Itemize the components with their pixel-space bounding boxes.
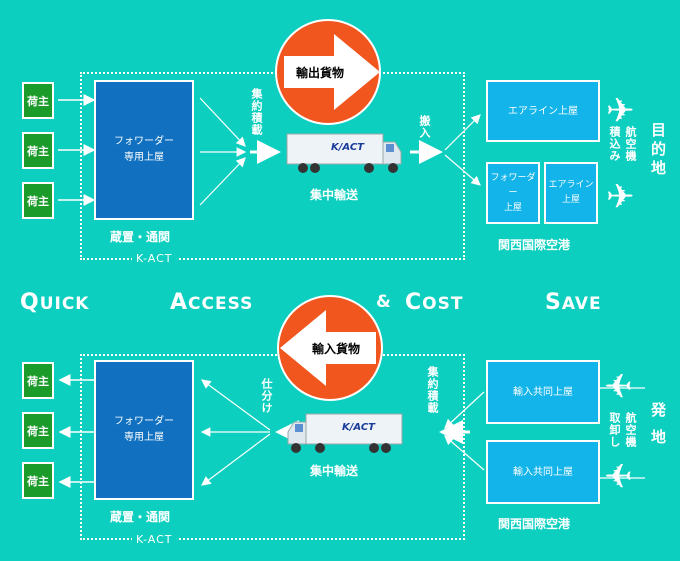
truck-icon [287, 413, 403, 453]
arrow-sorting-to-warehouse [201, 379, 271, 431]
forwarder-warehouse-bottom: フォワーダー 専用上屋 [94, 360, 194, 500]
slogan-access: ACCESS [170, 290, 254, 315]
transport-label-bottom: 集中輸送 [310, 464, 359, 478]
shipper-box: 荷主 [22, 182, 54, 219]
shipper-box: 荷主 [22, 412, 54, 449]
airplane-icon: ✈ [604, 457, 633, 497]
departure-label: 発地 [649, 402, 667, 456]
kact-label-bottom: K-ACT [132, 533, 177, 546]
destination-label: 目的地 [649, 122, 667, 179]
forwarder-warehouse-top: フォワーダー 専用上屋 [94, 80, 194, 220]
slogan-cost: COST [405, 290, 464, 315]
airport-label-bottom: 関西国際空港 [498, 517, 571, 531]
shipper-box: 荷主 [22, 82, 54, 119]
airline-warehouse: エアライン上屋 [486, 80, 600, 142]
truck-top: K/ACT [285, 132, 403, 176]
import-warehouse: 輸入共同上屋 [486, 360, 600, 424]
kact-area-top [80, 72, 465, 260]
import-warehouse: 輸入共同上屋 [486, 440, 600, 504]
export-badge-label: 輸出貨物 [296, 66, 345, 80]
sorting-label: 仕分け [260, 378, 273, 414]
right-arrow-icon [275, 19, 381, 125]
forwarder-small-warehouse: フォワーダー 上屋 [486, 162, 540, 224]
shipper-box: 荷主 [22, 462, 54, 499]
airplane-icon: ✈ [604, 367, 633, 407]
import-badge: 輸入貨物 [272, 294, 388, 404]
arrow-to-airline-warehouse [444, 114, 481, 151]
arrow-warehouse-to-consolidation [199, 157, 246, 206]
loading-aircraft-label: 航空機 積込み [608, 126, 637, 162]
shipper-box: 荷主 [22, 362, 54, 399]
slogan-quick: QUICK [20, 290, 90, 315]
kact-area-bottom [80, 354, 465, 540]
consolidation-label-bottom: 集約積載 [426, 366, 439, 414]
airplane-icon: ✈ [606, 91, 635, 131]
storage-label-bottom: 蔵置・通関 [110, 510, 171, 524]
consolidation-label-top: 集約積載 [250, 88, 263, 136]
truck-logo: K/ACT [342, 422, 375, 433]
truck-logo: K/ACT [331, 142, 364, 153]
storage-label-top: 蔵置・通関 [110, 230, 171, 244]
arrow-sorting-to-warehouse [201, 433, 271, 486]
arrow-to-forwarder-warehouse [444, 154, 481, 186]
shipper-box: 荷主 [22, 132, 54, 169]
transport-label-top: 集中輸送 [310, 188, 359, 202]
airplane-icon: ✈ [606, 177, 635, 217]
truck-bottom: K/ACT [286, 412, 404, 456]
carry-in-label: 搬入 [418, 115, 431, 139]
slogan-amp: & [376, 292, 392, 312]
import-badge-label: 輸入貨物 [312, 342, 361, 356]
unloading-aircraft-label: 航空機 取卸し [608, 412, 637, 448]
left-arrow-icon [277, 295, 383, 401]
airport-label-top: 関西国際空港 [498, 238, 571, 252]
airline-small-warehouse: エアライン 上屋 [544, 162, 598, 224]
slogan-save: SAVE [545, 290, 602, 315]
export-badge: 輸出貨物 [272, 16, 388, 126]
truck-icon [286, 133, 402, 173]
arrow-warehouse-to-consolidation [199, 97, 246, 147]
kact-label-top: K-ACT [132, 252, 177, 265]
